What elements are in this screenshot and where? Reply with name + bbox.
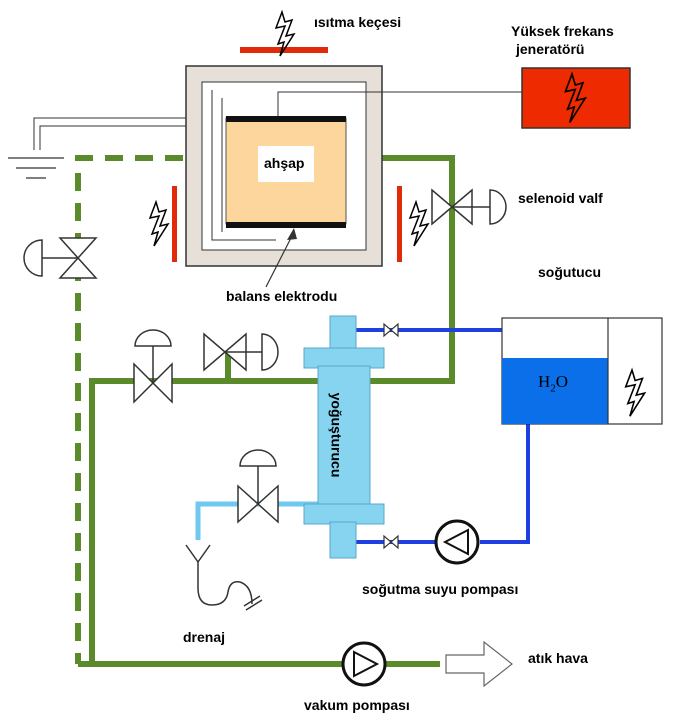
electrode-pointer bbox=[265, 228, 297, 288]
water-label: H2O bbox=[538, 372, 569, 395]
balance-electrode-label: balans elektrodu bbox=[226, 288, 338, 304]
pump-icon bbox=[341, 641, 387, 687]
condenser bbox=[303, 315, 385, 559]
generator-wire bbox=[277, 91, 522, 116]
pneumatic-valve-icon bbox=[133, 329, 173, 404]
pump-icon bbox=[434, 519, 480, 565]
ground-wire bbox=[33, 117, 186, 150]
cooling-valve-icon bbox=[383, 322, 399, 338]
right-heater bbox=[397, 186, 402, 262]
cooler bbox=[501, 317, 663, 425]
generator-label-1: Yüksek frekans bbox=[511, 23, 614, 39]
branch-valve-icon bbox=[203, 332, 279, 372]
drain-hose bbox=[185, 544, 263, 611]
generator-label-2: jeneratörü bbox=[516, 41, 585, 57]
cooler-label: soğutucu bbox=[538, 264, 601, 280]
solenoid-valve-icon bbox=[431, 188, 507, 226]
condenser-label: yoğuşturucu bbox=[328, 392, 345, 478]
cooling-pump-label: soğutma suyu pompası bbox=[362, 581, 519, 597]
solenoid-valve-label: selenoid valf bbox=[518, 190, 603, 206]
waste-air-label: atık hava bbox=[528, 650, 588, 666]
hf-generator bbox=[521, 67, 631, 129]
wood-label: ahşap bbox=[264, 155, 305, 171]
drain-valve-icon bbox=[237, 449, 279, 524]
drain-label: drenaj bbox=[183, 629, 226, 645]
heating-pad-label: ısıtma keçesi bbox=[314, 14, 402, 30]
lightning-icon bbox=[149, 201, 169, 247]
left-heater bbox=[172, 186, 177, 262]
drain-line bbox=[195, 501, 318, 540]
arrow-icon bbox=[445, 640, 513, 688]
chamber bbox=[185, 65, 383, 267]
manual-valve-icon bbox=[23, 237, 98, 279]
lightning-icon bbox=[409, 201, 429, 247]
cooling-valve-icon bbox=[383, 534, 399, 550]
ground-icon bbox=[8, 157, 64, 179]
vacuum-pump-label: vakum pompası bbox=[304, 697, 410, 713]
